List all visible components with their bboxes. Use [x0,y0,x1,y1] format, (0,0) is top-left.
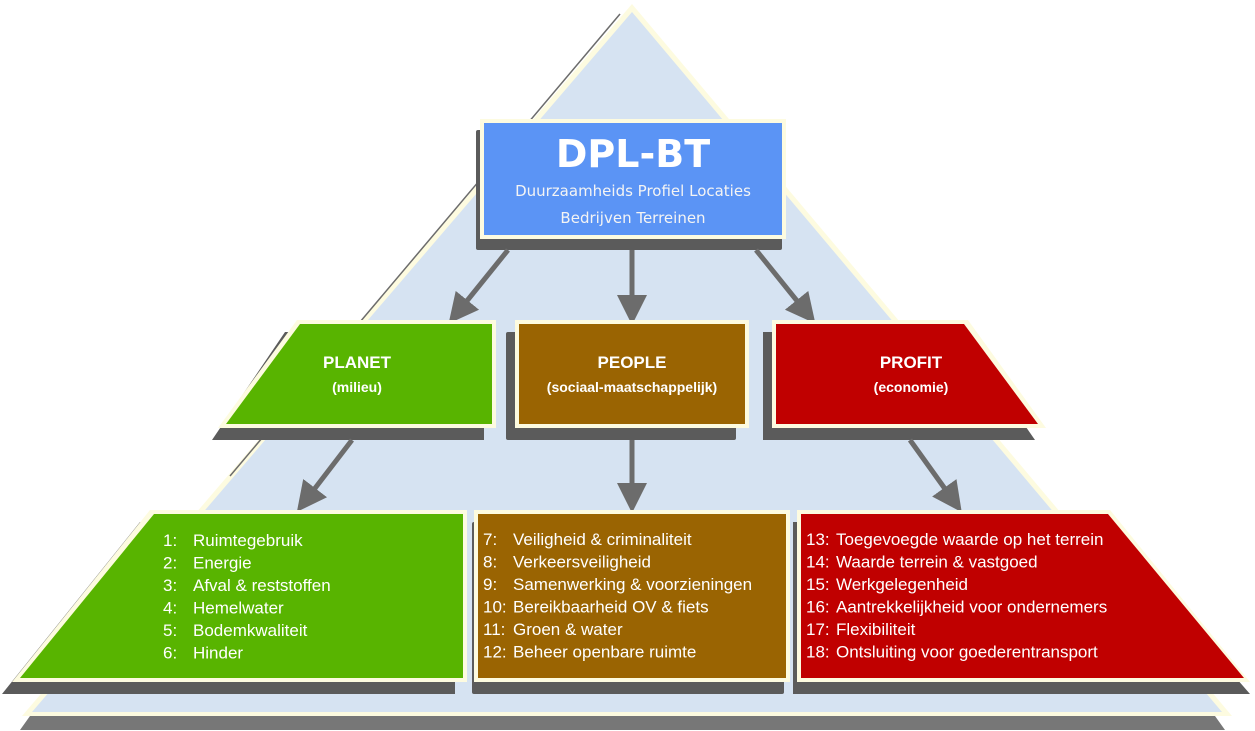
planet-indicator-list: 1: Ruimtegebruik 2: Energie 3: Afval & restst… [163,531,331,663]
indicator-number: 5: [163,621,177,640]
indicator-label: Hinder [193,644,243,663]
planet-subtitle: (milieu) [332,379,382,395]
category-planet: PLANET (milieu) [212,320,496,440]
indicator-label: Verkeersveiligheid [513,553,651,572]
indicator-number: 12: [483,643,507,662]
category-people: PEOPLE (sociaal-maatschappelijk) [506,320,749,440]
indicators-planet: 1: Ruimtegebruik 2: Energie 3: Afval & restst… [2,510,467,694]
arrow-to-profit [754,248,816,324]
indicator-item: 13: Toegevoegde waarde op het terrein [806,530,1103,549]
indicator-label: Bodemkwaliteit [193,621,308,640]
planet-title: PLANET [323,353,392,372]
arrows-bottom [296,438,962,513]
indicator-label: Aantrekkelijkheid voor ondernemers [836,598,1107,617]
arrows-top [448,248,816,325]
indicator-item: 16: Aantrekkelijkheid voor ondernemers [806,598,1107,617]
indicator-item: 4: Hemelwater [163,599,284,618]
indicator-label: Samenwerking & voorzieningen [513,575,752,594]
header-subtitle-line1: Duurzaamheids Profiel Locaties [515,182,751,200]
people-subtitle: (sociaal-maatschappelijk) [547,379,717,395]
indicator-number: 15: [806,575,830,594]
indicator-item: 18: Ontsluiting voor goederentransport [806,643,1098,662]
indicator-number: 6: [163,644,177,663]
indicator-number: 13: [806,530,830,549]
indicator-label: Energie [193,554,252,573]
profit-title: PROFIT [880,353,943,372]
indicators-people: 7: Veiligheid & criminaliteit 8: Verkeersve… [472,510,790,694]
profit-subtitle: (economie) [874,379,949,395]
pyramid-shadow [20,716,1225,730]
people-indicator-list: 7: Veiligheid & criminaliteit 8: Verkeersve… [483,530,752,662]
indicator-number: 9: [483,575,497,594]
indicator-label: Veiligheid & criminaliteit [513,530,692,549]
indicator-item: 3: Afval & reststoffen [163,576,331,595]
indicator-number: 2: [163,554,177,573]
indicator-item: 11: Groen & water [483,620,623,639]
indicator-number: 10: [483,598,507,617]
indicator-item: 1: Ruimtegebruik [163,531,303,550]
indicator-item: 15: Werkgelegenheid [806,575,968,594]
indicator-number: 14: [806,553,830,572]
indicators-profit: 13: Toegevoegde waarde op het terrein 14: W… [793,510,1250,694]
planet-category-fill [226,324,492,424]
header-title: DPL-BT [556,132,710,176]
indicator-item: 10: Bereikbaarheid OV & fiets [483,598,709,617]
indicator-label: Groen & water [513,620,623,639]
arrow-to-planet-indicators [296,438,354,512]
indicator-item: 5: Bodemkwaliteit [163,621,308,640]
indicator-item: 9: Samenwerking & voorzieningen [483,575,752,594]
indicator-number: 11: [483,620,505,639]
arrow-to-planet [448,248,510,324]
indicator-number: 7: [483,530,497,549]
indicator-label: Ontsluiting voor goederentransport [836,643,1098,662]
people-category-fill [519,324,745,424]
indicator-item: 17: Flexibiliteit [806,620,916,639]
indicator-number: 1: [163,531,177,550]
indicator-label: Flexibiliteit [836,620,916,639]
arrow-to-profit-indicators [907,438,962,513]
indicator-label: Werkgelegenheid [836,575,968,594]
indicator-item: 14: Waarde terrein & vastgoed [806,553,1038,572]
indicator-label: Toegevoegde waarde op het terrein [836,530,1103,549]
indicator-item: 6: Hinder [163,644,243,663]
indicator-item: 8: Verkeersveiligheid [483,553,651,572]
indicator-number: 3: [163,576,177,595]
indicator-item: 2: Energie [163,554,252,573]
people-indicators-fill [478,514,786,678]
indicator-number: 4: [163,599,177,618]
category-profit: PROFIT (economie) [763,320,1046,440]
indicator-item: 12: Beheer openbare ruimte [483,643,696,662]
indicator-number: 18: [806,643,830,662]
indicator-label: Afval & reststoffen [193,576,331,595]
indicator-label: Ruimtegebruik [193,531,303,550]
indicator-label: Bereikbaarheid OV & fiets [513,598,709,617]
indicator-label: Waarde terrein & vastgoed [836,553,1038,572]
indicator-item: 7: Veiligheid & criminaliteit [483,530,692,549]
indicator-number: 17: [806,620,830,639]
header-box: DPL-BT Duurzaamheids Profiel Locaties Be… [476,119,786,250]
indicator-number: 16: [806,598,830,617]
profit-indicator-list: 13: Toegevoegde waarde op het terrein 14: W… [806,530,1107,662]
indicator-label: Beheer openbare ruimte [513,643,696,662]
indicator-number: 8: [483,553,497,572]
profit-indicators-fill [801,514,1244,678]
indicator-label: Hemelwater [193,599,284,618]
header-fill [484,123,782,235]
header-subtitle-line2: Bedrijven Terreinen [560,209,705,227]
planet-indicators-fill [20,514,463,678]
profit-category-fill [776,324,1038,424]
people-title: PEOPLE [598,353,667,372]
